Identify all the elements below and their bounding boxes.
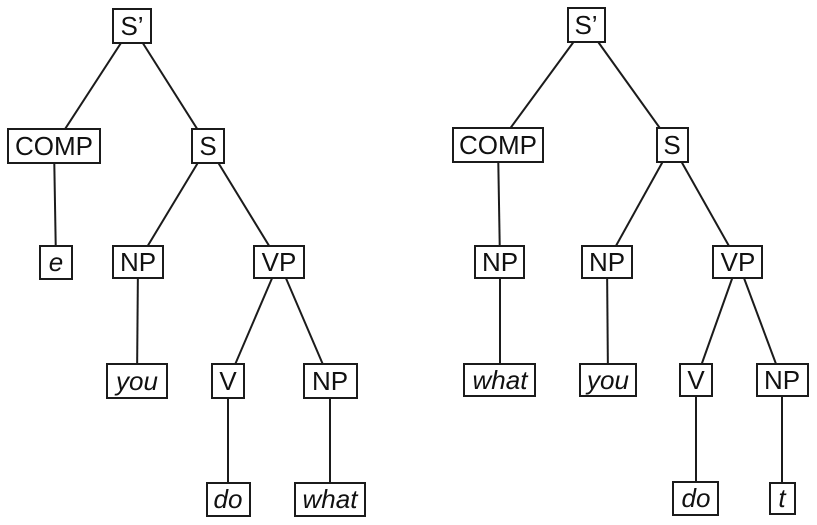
node-box [463,363,536,397]
right-tree-node-np-subject: NP [581,245,633,279]
right-tree-node-s: S [656,127,689,163]
node-box [191,128,225,164]
right-edge-s-vp [671,144,739,263]
right-tree-node-you: you [579,363,637,397]
right-edge-np-you [606,261,609,381]
left-tree-node-you: you [106,363,168,399]
node-label: COMP [459,130,537,160]
node-label: NP [482,247,518,277]
node-box [567,7,606,43]
node-box [106,363,168,399]
node-label: S [199,131,216,161]
left-tree-node-vp: VP [253,245,305,279]
node-box [206,482,251,517]
node-box [769,482,796,515]
node-label: S [663,130,680,160]
left-tree-node-e: e [39,245,73,280]
node-box [474,245,525,279]
node-label: VP [262,247,297,277]
node-box [39,245,73,280]
left-edge-comp-e [53,145,57,263]
left-edge-s-np-subject [137,145,209,263]
right-tree-node-np-object: NP [756,363,809,397]
node-box [672,481,719,516]
right-tree-edges [497,24,783,498]
node-label: S’ [120,11,143,41]
node-box [253,245,305,279]
node-label: S’ [574,10,597,40]
left-tree-node-v: V [211,363,245,399]
node-box [581,245,633,279]
right-tree-node-v: V [679,363,713,397]
right-tree-node-t: t [769,482,796,515]
right-tree-node-vp: VP [712,245,763,279]
node-box [7,128,101,164]
node-label: e [49,247,63,277]
node-label: you [114,366,158,396]
right-edge-comp-np-wh [497,144,501,263]
right-edge-vp-np-object [737,261,783,381]
left-tree-node-np-subject: NP [112,245,164,279]
right-tree-node-s-prime: S’ [567,7,606,43]
node-label: do [682,483,711,513]
node-label: t [778,483,787,513]
left-tree-node-what: what [294,482,366,517]
node-label: NP [764,365,800,395]
left-edge-vp-v [227,261,280,382]
left-edge-s-vp [207,145,280,263]
right-edge-sprime-s [585,24,673,146]
node-label: NP [312,366,348,396]
left-edge-vp-np-object [278,261,331,382]
left-tree-node-do: do [206,482,251,517]
node-label: what [473,365,530,395]
node-box [579,363,637,397]
left-edge-sprime-s [131,25,209,147]
node-box [211,363,245,399]
node-label: COMP [15,131,93,161]
node-box [656,127,689,163]
node-box [112,245,164,279]
node-box [712,245,763,279]
node-box [756,363,809,397]
left-tree-node-comp: COMP [7,128,101,164]
node-box [452,127,544,163]
node-box [303,363,358,399]
left-tree-edges [53,25,331,499]
right-tree-node-comp: COMP [452,127,544,163]
left-tree-node-s: S [191,128,225,164]
left-tree-node-np-object: NP [303,363,358,399]
right-edge-sprime-comp [497,24,587,146]
node-box [294,482,366,517]
node-label: what [303,484,360,514]
node-label: V [687,365,705,395]
node-label: V [219,366,237,396]
right-edge-vp-v [695,261,739,381]
left-edge-sprime-comp [53,25,133,147]
node-label: you [585,365,629,395]
node-box [679,363,713,397]
node-label: do [214,484,243,514]
left-tree-node-s-prime: S’ [112,8,152,44]
left-edge-np-you [136,261,139,382]
right-tree-node-do: do [672,481,719,516]
node-label: NP [120,247,156,277]
right-tree-node-what: what [463,363,536,397]
node-label: NP [589,247,625,277]
right-edge-s-np-subject [606,144,673,263]
node-label: VP [721,247,756,277]
right-tree-node-np-wh: NP [474,245,525,279]
node-box [112,8,152,44]
